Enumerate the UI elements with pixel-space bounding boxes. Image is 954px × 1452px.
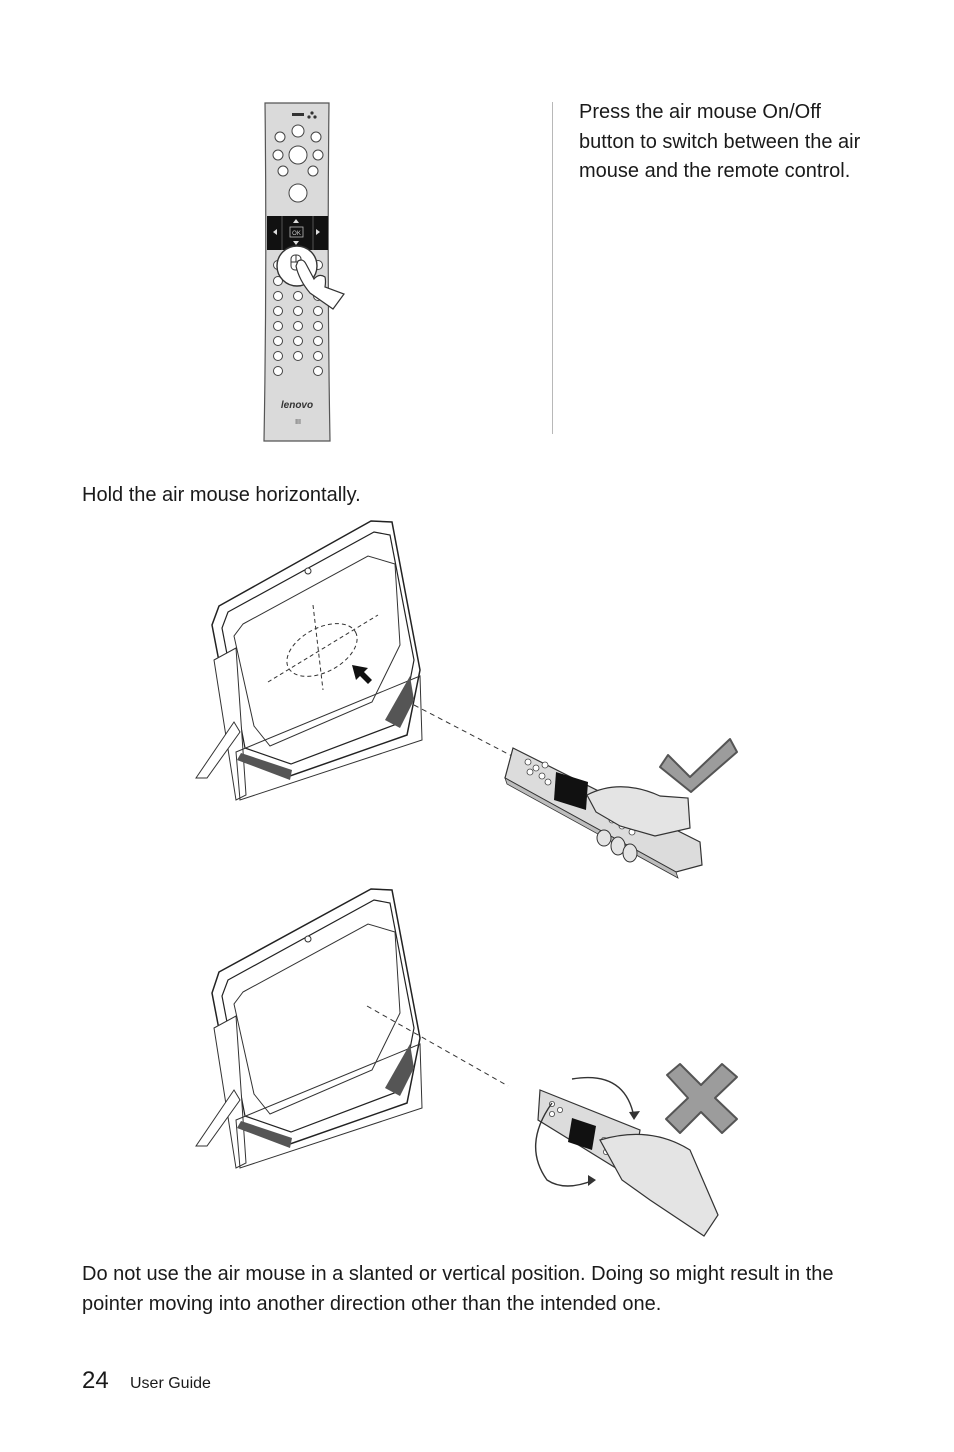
remote-held-slanted	[535, 1076, 719, 1237]
column-divider	[552, 102, 553, 434]
page-number: 24	[82, 1367, 109, 1394]
remote-brand-logo: lenovo	[281, 400, 313, 411]
pressing-finger	[295, 259, 345, 310]
remote-held-horizontal	[504, 747, 703, 879]
instruction-switch-mode: Press the air mouse On/Off button to swi…	[579, 101, 861, 182]
remote-control-illustration: OK lenovo III	[263, 102, 345, 442]
footer-title: User Guide	[130, 1375, 211, 1392]
remote-bottom-mark: III	[295, 419, 301, 426]
correct-usage-illustration	[195, 520, 738, 879]
monitor-correct	[195, 520, 423, 801]
ok-button-label: OK	[292, 231, 301, 237]
instruction-hold-horizontally: Hold the air mouse horizontally.	[82, 484, 361, 506]
instruction-avoid-slanted: Do not use the air mouse in a slanted or…	[82, 1263, 834, 1315]
incorrect-usage-illustration	[195, 888, 738, 1237]
check-icon	[659, 738, 738, 793]
cross-icon	[665, 1063, 738, 1134]
monitor-incorrect	[195, 888, 423, 1169]
